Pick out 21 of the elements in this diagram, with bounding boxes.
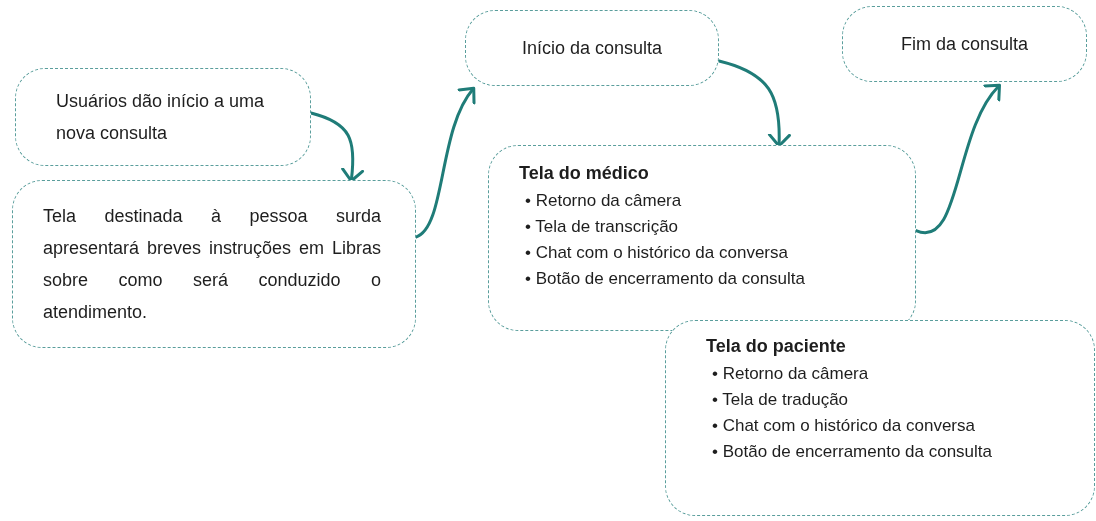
bullet-item: • Tela de transcrição [525,216,680,238]
step-box [12,180,416,348]
bullet-item: • Chat com o histórico da conversa [525,242,789,264]
step-box [465,10,719,86]
curved-arrow [914,83,1002,235]
curved-arrow [414,86,477,239]
bullet-item: • Retorno da câmera [525,190,683,212]
screen-box [665,320,1095,516]
bullet-item: • Tela de tradução [712,389,850,411]
screen-box [488,145,916,331]
step-text: Usuários dão início a uma nova consulta [56,90,266,145]
box-heading: Tela do paciente [706,335,847,358]
step-text: Fim da consulta [900,33,1029,56]
step-box [15,68,311,166]
step-text: Tela destinada à pessoa surda apresentará breves instruções em Libras sobre como será conduzido o atendimento. [43,205,381,324]
step-text: Início da consulta [521,37,663,60]
bullet-item: • Retorno da câmera [712,363,870,385]
bullet-item: • Chat com o histórico da conversa [712,415,976,437]
box-heading: Tela do médico [519,162,650,185]
bullet-item: • Botão de encerramento da consulta [712,441,994,463]
bullet-item: • Botão de encerramento da consulta [525,268,807,290]
